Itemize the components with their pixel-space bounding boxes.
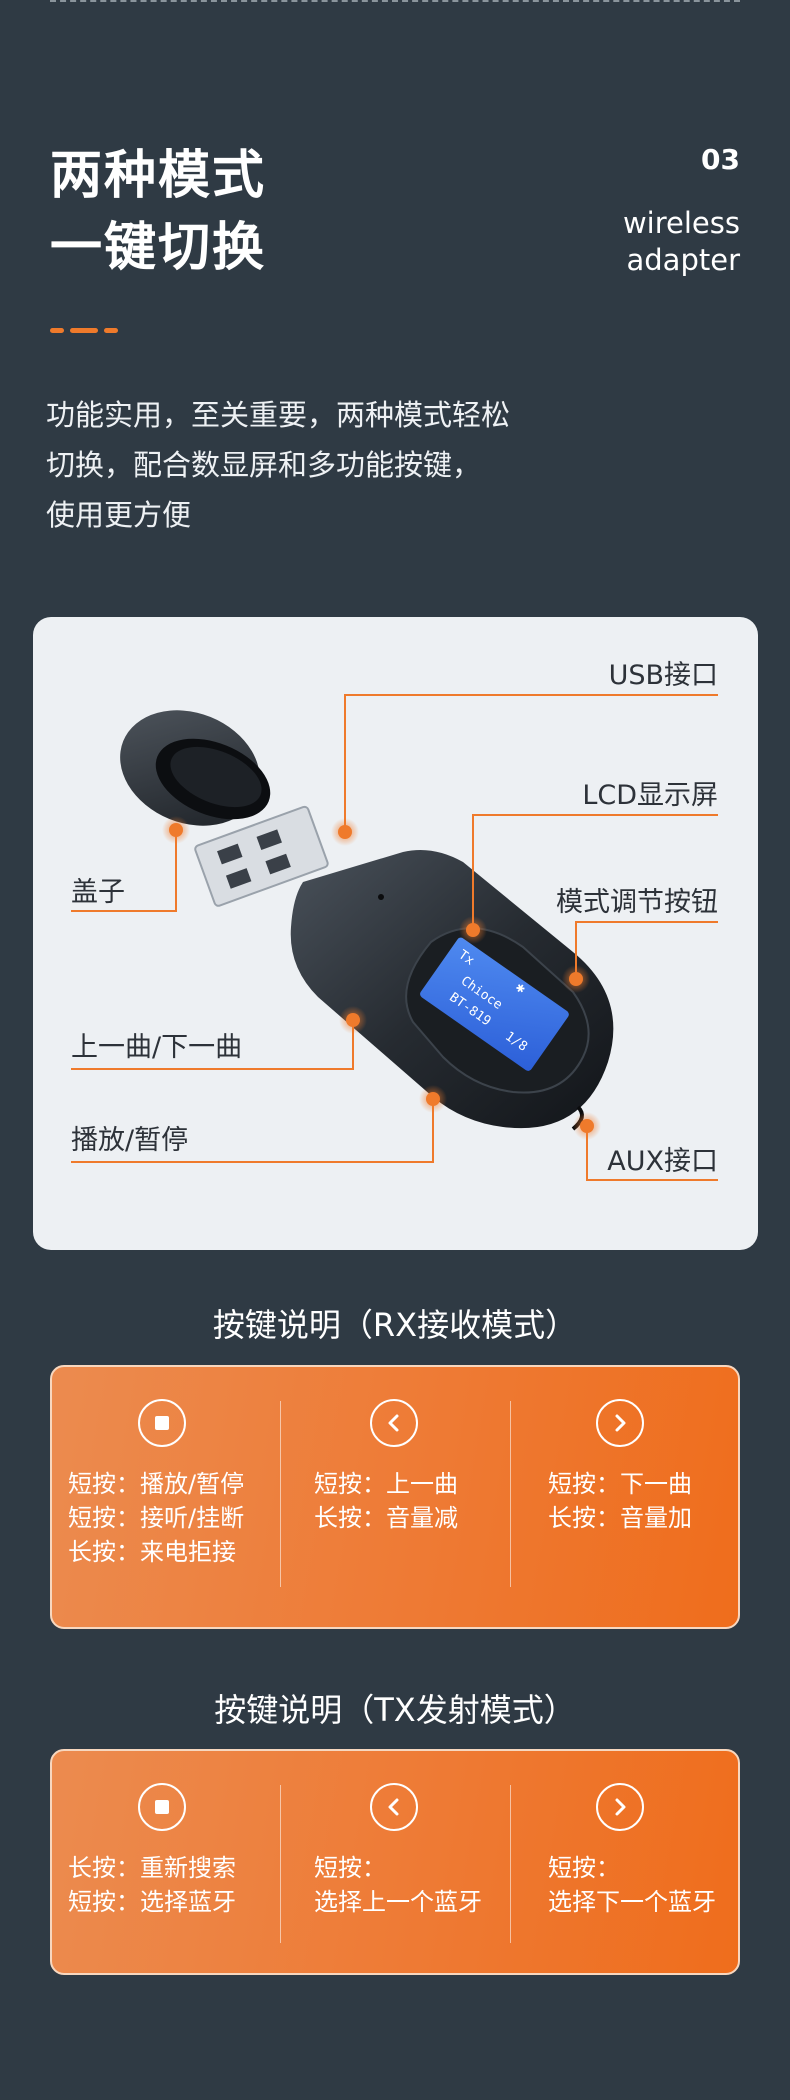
chevron-right-icon bbox=[596, 1399, 644, 1447]
page-number: 03 bbox=[701, 143, 740, 176]
english-subtitle: wireless adapter bbox=[623, 205, 740, 279]
tx-column-next: 短按： 选择下一个蓝牙 bbox=[510, 1751, 742, 1973]
stop-square-icon bbox=[138, 1399, 186, 1447]
bluetooth-adapter-illustration: Tx Chioce BT-819 1/8 ✱ bbox=[71, 694, 718, 1181]
top-dashed-divider bbox=[50, 0, 740, 2]
intro-paragraph: 功能实用，至关重要，两种模式轻松 切换，配合数显屏和多功能按键， 使用更方便 bbox=[46, 390, 606, 540]
tx-column-prev: 短按： 选择上一个蓝牙 bbox=[280, 1751, 510, 1973]
rx-column-prev: 短按：上一曲 长按：音量减 bbox=[280, 1367, 510, 1627]
tx-prev-line-2: 选择上一个蓝牙 bbox=[314, 1888, 482, 1916]
stop-square-icon bbox=[138, 1783, 186, 1831]
callout-marker-dots bbox=[162, 816, 601, 1140]
tx-next-line-1: 短按： bbox=[548, 1854, 620, 1882]
callout-play-pause: 播放/暂停 bbox=[71, 1125, 189, 1156]
rx-column-next: 短按：下一曲 长按：音量加 bbox=[510, 1367, 742, 1627]
headline-line-1: 两种模式 bbox=[50, 146, 267, 206]
rx-button-panel: 短按：播放/暂停 短按：接听/挂断 长按：来电拒接 短按：上一曲 长按：音量减 … bbox=[50, 1365, 740, 1629]
product-diagram-card: Tx Chioce BT-819 1/8 ✱ USB接口 LCD显 bbox=[33, 617, 758, 1250]
tx-section-title: 按键说明（TX发射模式） bbox=[214, 1691, 576, 1729]
rx-column-play: 短按：播放/暂停 短按：接听/挂断 长按：来电拒接 bbox=[52, 1367, 280, 1627]
rx-next-line-1: 短按：下一曲 bbox=[548, 1470, 692, 1498]
chevron-right-icon bbox=[596, 1783, 644, 1831]
rx-play-line-1: 短按：播放/暂停 bbox=[68, 1470, 245, 1498]
callout-aux-port: AUX接口 bbox=[607, 1146, 718, 1177]
callout-leader-lines bbox=[71, 694, 718, 1181]
headline-line-2: 一键切换 bbox=[50, 218, 267, 278]
rx-prev-line-1: 短按：上一曲 bbox=[314, 1470, 458, 1498]
tx-next-line-2: 选择下一个蓝牙 bbox=[548, 1888, 716, 1916]
tx-column-play: 长按：重新搜索 短按：选择蓝牙 bbox=[52, 1751, 280, 1973]
callout-prev-next: 上一曲/下一曲 bbox=[71, 1032, 243, 1063]
chevron-left-icon bbox=[370, 1399, 418, 1447]
tx-play-line-1: 长按：重新搜索 bbox=[68, 1854, 236, 1882]
callout-usb-port: USB接口 bbox=[608, 660, 718, 691]
rx-play-line-3: 长按：来电拒接 bbox=[68, 1538, 236, 1566]
rx-next-line-2: 长按：音量加 bbox=[548, 1504, 692, 1532]
english-subtitle-line-1: wireless bbox=[622, 206, 740, 240]
intro-line-2: 切换，配合数显屏和多功能按键， bbox=[46, 448, 482, 482]
page-headline: 两种模式 一键切换 bbox=[50, 140, 266, 284]
tx-play-line-2: 短按：选择蓝牙 bbox=[68, 1888, 236, 1916]
tx-button-panel: 长按：重新搜索 短按：选择蓝牙 短按： 选择上一个蓝牙 短按： 选择下一个蓝牙 bbox=[50, 1749, 740, 1975]
rx-section-title: 按键说明（RX接收模式） bbox=[212, 1306, 578, 1344]
callout-cap: 盖子 bbox=[71, 877, 125, 908]
lcd-line-1: Tx bbox=[455, 948, 477, 969]
orange-accent-dashes bbox=[50, 328, 130, 334]
english-subtitle-line-2: adapter bbox=[626, 243, 741, 277]
callout-mode-button: 模式调节按钮 bbox=[556, 887, 718, 918]
usb-connector bbox=[194, 805, 329, 907]
intro-line-3: 使用更方便 bbox=[46, 498, 192, 532]
callout-lcd-display: LCD显示屏 bbox=[582, 780, 718, 811]
cap-part bbox=[120, 710, 271, 826]
rx-prev-line-2: 长按：音量减 bbox=[314, 1504, 458, 1532]
intro-line-1: 功能实用，至关重要，两种模式轻松 bbox=[46, 398, 511, 432]
rx-play-line-2: 短按：接听/挂断 bbox=[68, 1504, 245, 1532]
chevron-left-icon bbox=[370, 1783, 418, 1831]
tx-prev-line-1: 短按： bbox=[314, 1854, 386, 1882]
